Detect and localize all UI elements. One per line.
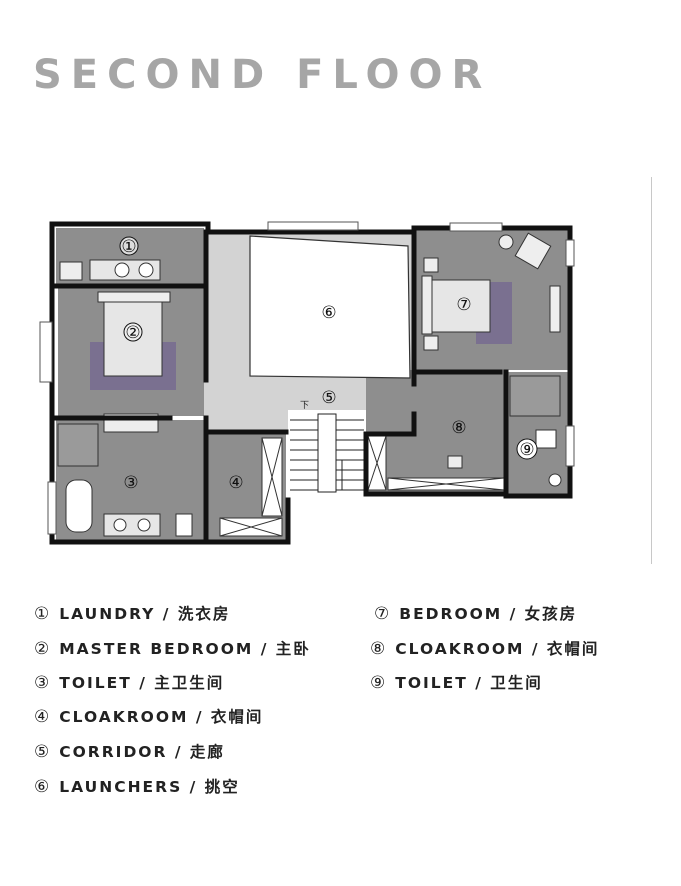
room-number-2: ② bbox=[125, 323, 140, 343]
wardrobe-cloakroom bbox=[219, 437, 283, 537]
bedroom-desk bbox=[549, 285, 561, 333]
shower bbox=[57, 423, 99, 467]
windows bbox=[39, 221, 575, 535]
room-number-labels: ① ② ③ ④ ⑤ ⑥ ⑦ ⑧ ⑨ bbox=[119, 236, 538, 493]
stair-down-mark: 下 bbox=[300, 401, 309, 411]
bedroom-nightstand bbox=[423, 257, 439, 273]
basin-1 bbox=[113, 518, 127, 532]
void-launchers bbox=[249, 235, 411, 379]
laundry-sink bbox=[59, 261, 83, 281]
bedroom-armchair bbox=[514, 232, 552, 270]
room-number-3: ③ bbox=[123, 473, 138, 493]
wc-master bbox=[175, 513, 193, 537]
basin-9 bbox=[548, 473, 562, 487]
basin-2 bbox=[137, 518, 151, 532]
divider-line bbox=[651, 177, 652, 564]
cloakroom-stool bbox=[447, 455, 463, 469]
bathtub bbox=[65, 479, 93, 533]
room-number-1: ① bbox=[121, 237, 136, 257]
room-number-4: ④ bbox=[228, 473, 243, 493]
vanity bbox=[103, 513, 161, 537]
laundry-washer bbox=[114, 262, 130, 278]
bedroom-bed bbox=[429, 279, 491, 333]
room-number-8: ⑧ bbox=[451, 418, 466, 438]
laundry-dryer bbox=[138, 262, 154, 278]
master-headboard bbox=[97, 291, 171, 303]
wc-9 bbox=[535, 429, 557, 449]
room-number-7: ⑦ bbox=[456, 295, 471, 315]
bedroom-nightstand-2 bbox=[423, 335, 439, 351]
room-number-6: ⑥ bbox=[321, 303, 336, 323]
room-number-5: ⑤ bbox=[321, 388, 336, 408]
shower-9 bbox=[509, 375, 561, 417]
bedroom-headboard bbox=[421, 275, 433, 335]
page-title: SECOND FLOOR bbox=[33, 52, 492, 98]
bedroom-side-table bbox=[498, 234, 514, 250]
room-number-9: ⑨ bbox=[519, 440, 534, 460]
staircase bbox=[290, 413, 364, 493]
